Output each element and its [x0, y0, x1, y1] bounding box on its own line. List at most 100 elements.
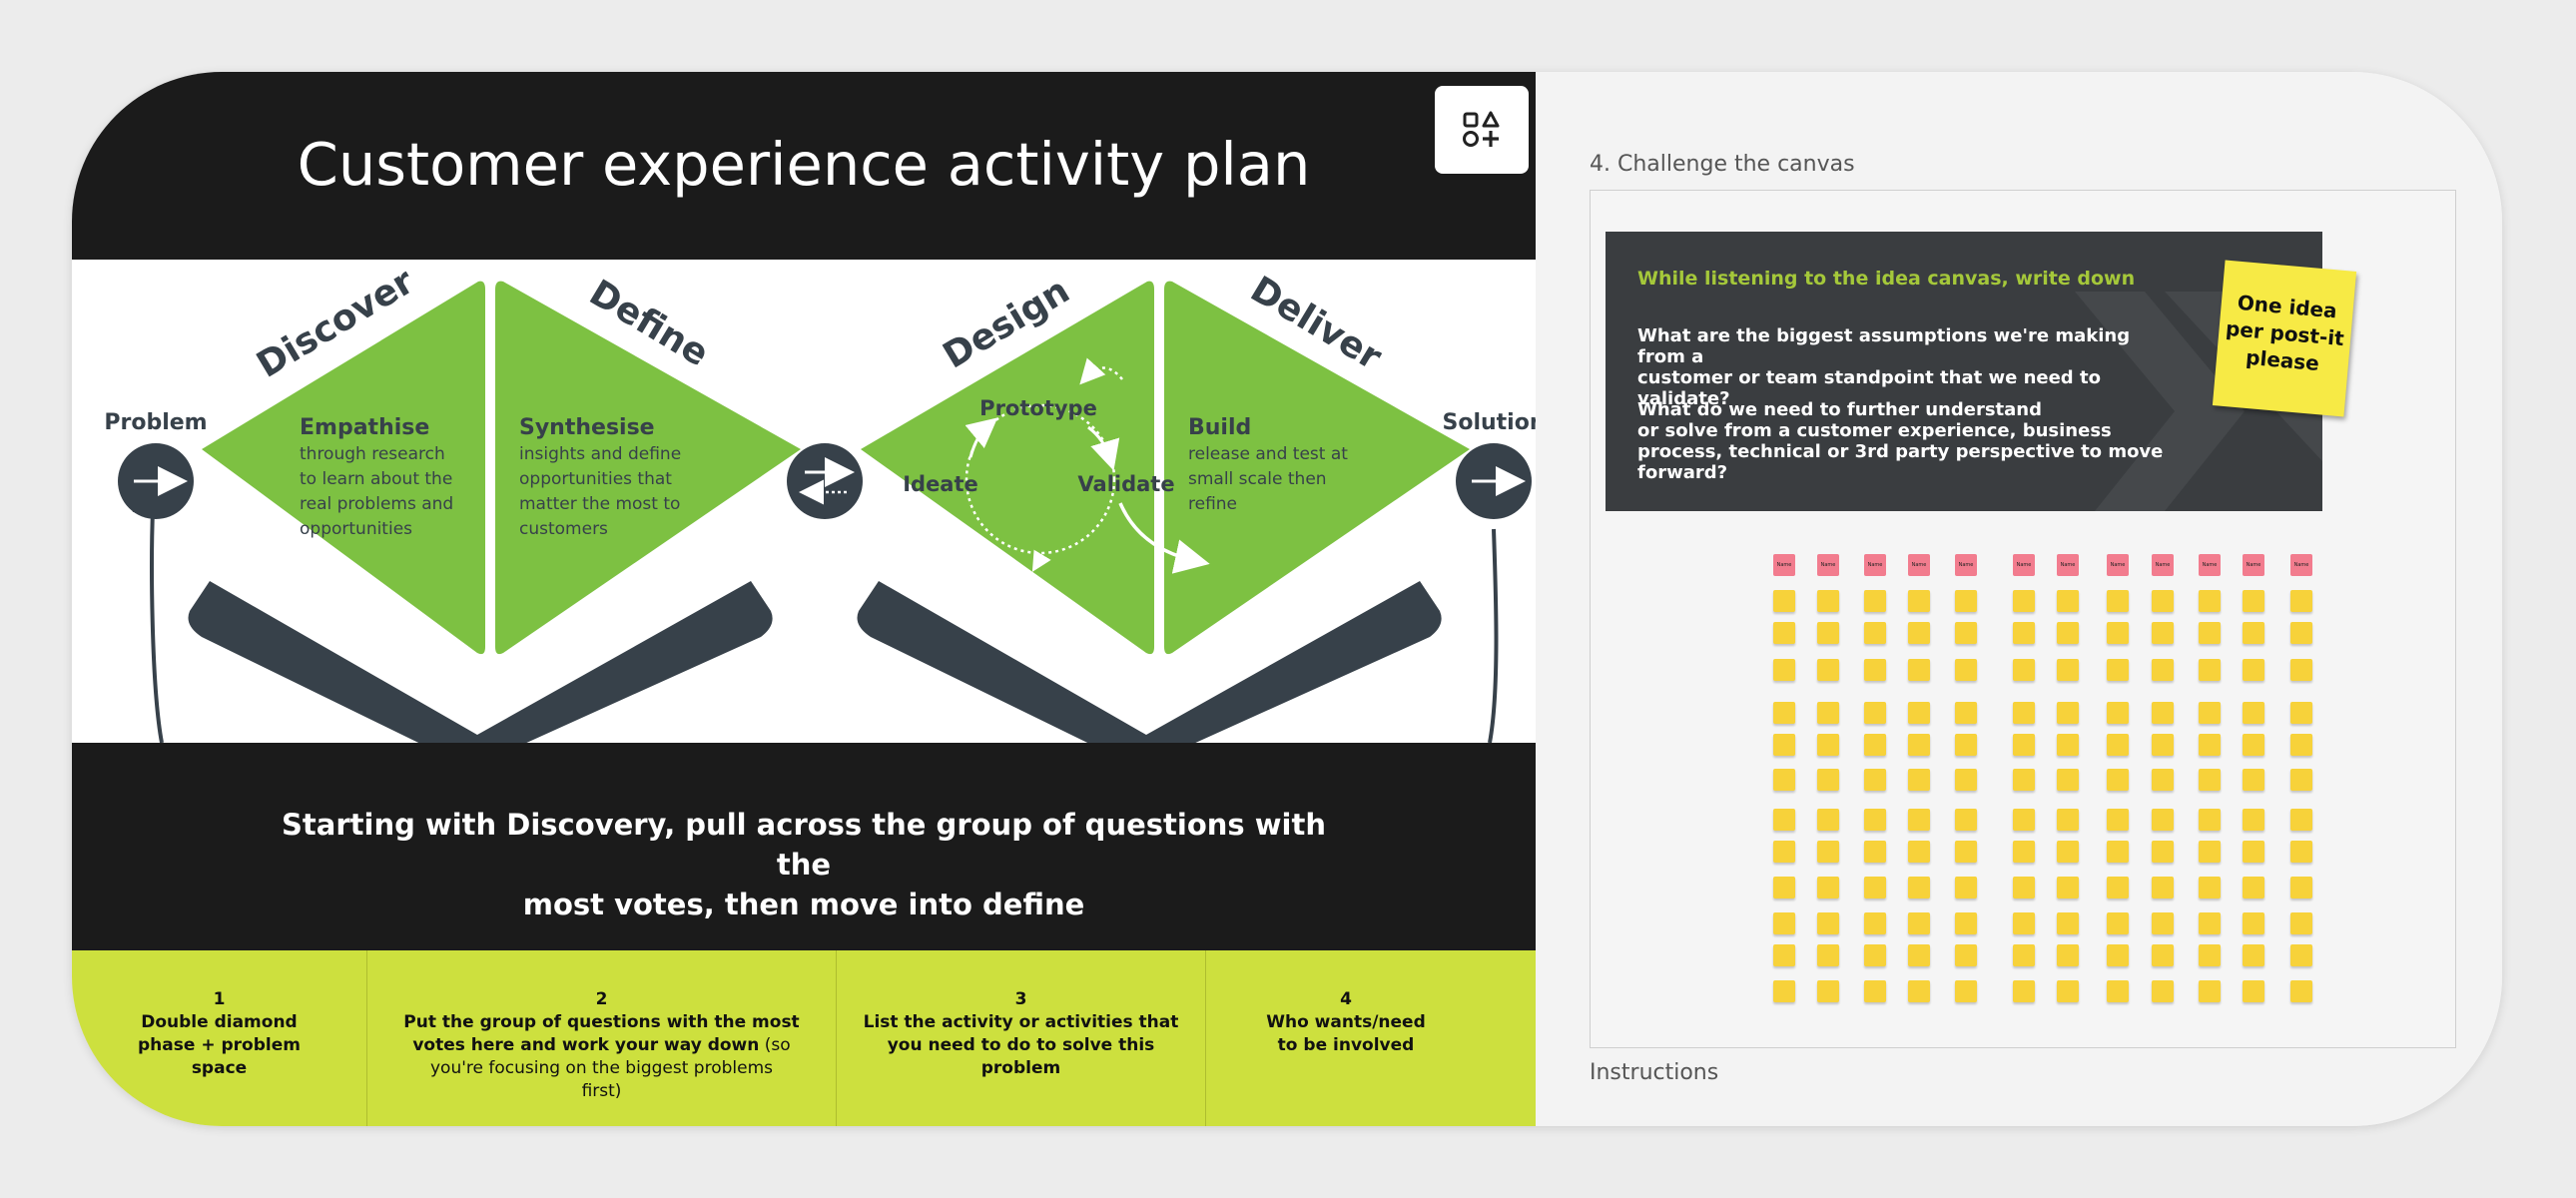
instructions-label[interactable]: Instructions	[1590, 1060, 1719, 1080]
sticky-note[interactable]	[2243, 769, 2264, 791]
sticky-note[interactable]	[1817, 769, 1839, 791]
sticky-note[interactable]	[1908, 769, 1930, 791]
sticky-note[interactable]	[2290, 590, 2312, 612]
sticky-note[interactable]	[1773, 659, 1795, 681]
name-sticky-note[interactable]: Name	[1817, 554, 1839, 576]
sticky-note[interactable]	[2243, 622, 2264, 644]
sticky-note[interactable]	[2107, 980, 2129, 1002]
step-3[interactable]: 3 List the activity or activities that y…	[837, 950, 1206, 1126]
sticky-note[interactable]	[1955, 980, 1977, 1002]
sticky-note[interactable]	[1817, 841, 1839, 863]
sticky-note[interactable]	[1864, 809, 1886, 831]
sticky-note[interactable]	[2057, 912, 2079, 934]
step-1[interactable]: 1 Double diamond phase + problem space	[72, 950, 367, 1126]
sticky-note[interactable]	[1908, 659, 1930, 681]
sticky-note[interactable]	[2199, 877, 2221, 898]
sticky-note[interactable]	[2199, 809, 2221, 831]
sticky-note[interactable]	[2290, 702, 2312, 724]
sticky-note[interactable]	[1908, 702, 1930, 724]
sticky-note[interactable]	[2013, 769, 2035, 791]
frame-label[interactable]: 4. Challenge the canvas	[1590, 152, 1855, 177]
name-sticky-note[interactable]: Name	[2243, 554, 2264, 576]
shapes-button[interactable]	[1435, 86, 1529, 174]
sticky-note[interactable]	[1955, 734, 1977, 756]
sticky-note[interactable]	[2199, 622, 2221, 644]
sticky-note[interactable]	[1817, 622, 1839, 644]
sticky-note[interactable]	[1955, 769, 1977, 791]
sticky-note[interactable]	[2199, 944, 2221, 966]
sticky-note[interactable]	[2013, 809, 2035, 831]
sticky-note[interactable]	[2057, 877, 2079, 898]
sticky-note[interactable]	[1817, 734, 1839, 756]
sticky-note[interactable]	[1817, 980, 1839, 1002]
sticky-note[interactable]	[1955, 590, 1977, 612]
sticky-note[interactable]	[1955, 622, 1977, 644]
sticky-note[interactable]	[2013, 590, 2035, 612]
sticky-note[interactable]	[2243, 912, 2264, 934]
sticky-note[interactable]	[1773, 841, 1795, 863]
sticky-note[interactable]	[2013, 980, 2035, 1002]
sticky-note[interactable]	[2243, 590, 2264, 612]
sticky-note[interactable]	[2199, 659, 2221, 681]
sticky-note[interactable]	[1864, 590, 1886, 612]
sticky-note[interactable]	[2243, 877, 2264, 898]
name-sticky-note[interactable]: Name	[1864, 554, 1886, 576]
sticky-note[interactable]	[2152, 809, 2174, 831]
sticky-note[interactable]	[2152, 659, 2174, 681]
sticky-note[interactable]	[1817, 702, 1839, 724]
sticky-note[interactable]	[2199, 912, 2221, 934]
sticky-note[interactable]	[1908, 877, 1930, 898]
sticky-note[interactable]	[2107, 734, 2129, 756]
sticky-note[interactable]	[2290, 944, 2312, 966]
sticky-note[interactable]	[2199, 590, 2221, 612]
sticky-note[interactable]	[2243, 734, 2264, 756]
sticky-note[interactable]	[1864, 734, 1886, 756]
sticky-note[interactable]	[2243, 702, 2264, 724]
sticky-note[interactable]	[2057, 769, 2079, 791]
sticky-note[interactable]	[1864, 980, 1886, 1002]
sticky-note[interactable]	[1908, 841, 1930, 863]
sticky-note[interactable]	[2199, 734, 2221, 756]
sticky-note[interactable]	[1908, 809, 1930, 831]
sticky-note[interactable]	[2152, 769, 2174, 791]
sticky-note[interactable]	[1817, 944, 1839, 966]
sticky-note[interactable]	[2152, 622, 2174, 644]
sticky-note[interactable]	[2152, 877, 2174, 898]
sticky-note[interactable]	[2107, 622, 2129, 644]
sticky-note[interactable]	[2199, 702, 2221, 724]
sticky-note[interactable]	[1908, 912, 1930, 934]
sticky-note[interactable]	[1773, 734, 1795, 756]
sticky-note[interactable]	[2057, 622, 2079, 644]
sticky-note[interactable]	[2013, 841, 2035, 863]
sticky-note[interactable]	[2057, 702, 2079, 724]
sticky-note[interactable]	[2057, 809, 2079, 831]
sticky-note[interactable]	[2243, 809, 2264, 831]
sticky-note[interactable]	[1908, 980, 1930, 1002]
sticky-note[interactable]	[2013, 912, 2035, 934]
sticky-note[interactable]	[2152, 841, 2174, 863]
sticky-note[interactable]	[2013, 944, 2035, 966]
sticky-note[interactable]	[2013, 622, 2035, 644]
sticky-note[interactable]	[1817, 877, 1839, 898]
sticky-note[interactable]	[1864, 622, 1886, 644]
sticky-note[interactable]	[2152, 702, 2174, 724]
sticky-note[interactable]	[2107, 702, 2129, 724]
step-2[interactable]: 2 Put the group of questions with the mo…	[367, 950, 837, 1126]
sticky-note[interactable]	[1955, 912, 1977, 934]
sticky-note[interactable]	[1955, 809, 1977, 831]
name-sticky-note[interactable]: Name	[2152, 554, 2174, 576]
name-sticky-note[interactable]: Name	[1955, 554, 1977, 576]
sticky-note[interactable]	[2152, 944, 2174, 966]
sticky-note[interactable]	[1773, 809, 1795, 831]
sticky-note[interactable]	[2107, 912, 2129, 934]
sticky-note[interactable]	[1864, 912, 1886, 934]
sticky-note[interactable]	[1864, 702, 1886, 724]
sticky-note[interactable]	[2107, 877, 2129, 898]
sticky-note[interactable]	[2013, 702, 2035, 724]
name-sticky-note[interactable]: Name	[1908, 554, 1930, 576]
sticky-note[interactable]	[1908, 944, 1930, 966]
sticky-note[interactable]	[2290, 734, 2312, 756]
sticky-note[interactable]	[2199, 841, 2221, 863]
sticky-note[interactable]	[2290, 769, 2312, 791]
name-sticky-note[interactable]: Name	[1773, 554, 1795, 576]
